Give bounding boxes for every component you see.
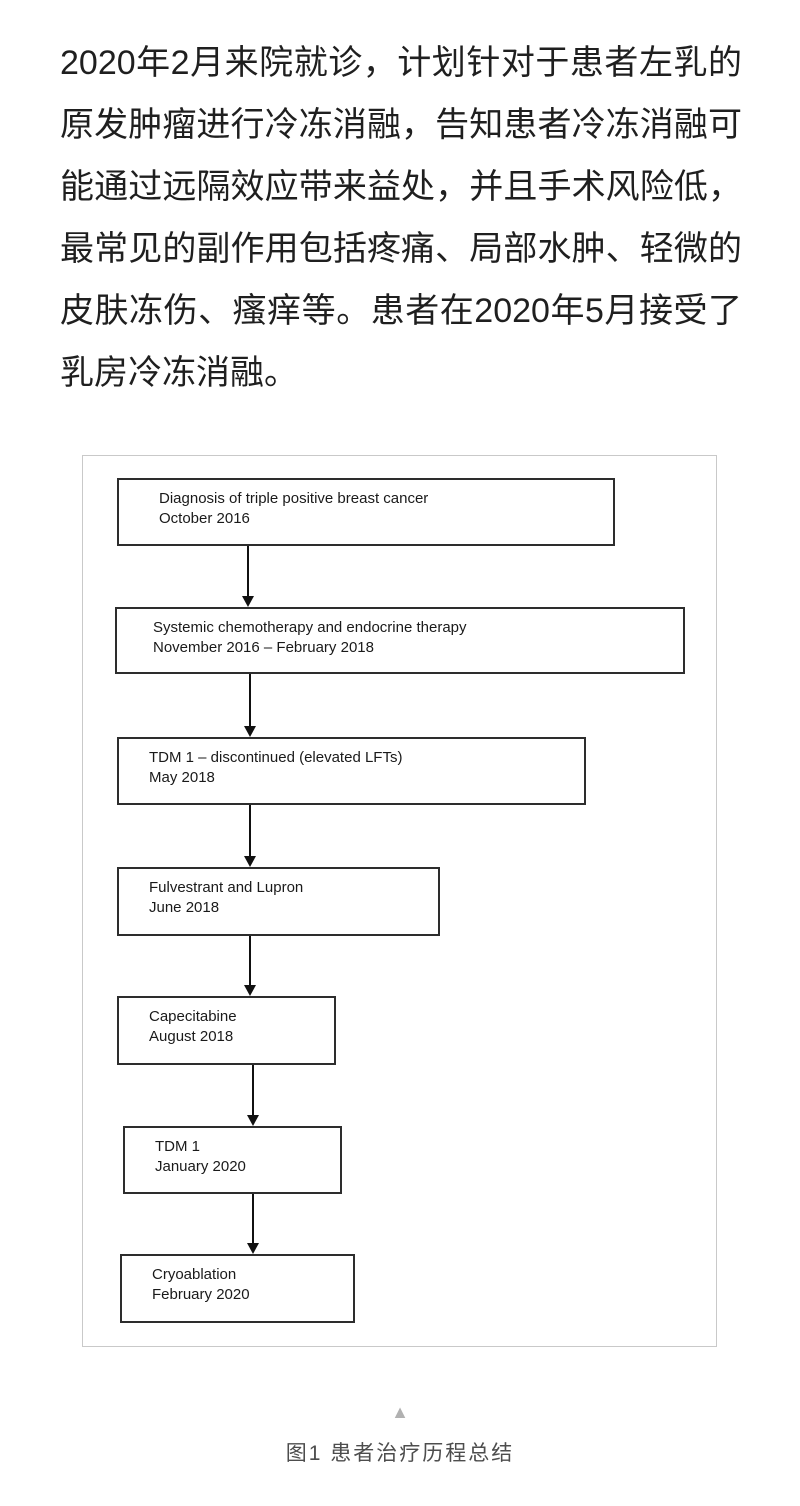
flow-arrow-icon — [243, 936, 257, 996]
paragraph-line: 2020年2月来院就诊，计划针对于患者左乳的 — [60, 44, 742, 82]
case-paragraph: 2020年2月来院就诊，计划针对于患者左乳的 原发肿瘤进行冷冻消融，告知患者冷冻… — [60, 32, 742, 404]
flow-box-date: October 2016 — [159, 510, 250, 527]
flow-box-date: February 2020 — [152, 1286, 250, 1303]
flow-box-label: TDM 1 – discontinued (elevated LFTs) — [149, 749, 403, 766]
paragraph-line: 皮肤冻伤、瘙痒等。患者在2020年5月接受了 — [60, 292, 742, 330]
flow-box-tdm1-discontinued: TDM 1 – discontinued (elevated LFTs) May… — [117, 737, 586, 805]
flow-arrow-icon — [241, 546, 255, 607]
flow-box-label: Cryoablation — [152, 1266, 237, 1283]
flow-box-tdm1: TDM 1 January 2020 — [123, 1126, 342, 1194]
flow-box-label: Diagnosis of triple positive breast canc… — [159, 490, 429, 507]
flow-box-capecitabine: Capecitabine August 2018 — [117, 996, 336, 1065]
treatment-flowchart-figure[interactable]: Diagnosis of triple positive breast canc… — [82, 455, 717, 1347]
flow-box-date: June 2018 — [149, 899, 220, 916]
flow-box-label: Systemic chemotherapy and endocrine ther… — [153, 619, 467, 636]
flow-arrow-icon — [243, 674, 257, 737]
flow-box-date: January 2020 — [155, 1158, 246, 1175]
triangle-up-icon: ▲ — [391, 1402, 409, 1422]
flow-box-label: TDM 1 — [155, 1138, 200, 1155]
figure-caption: 图1 患者治疗历程总结 — [285, 1442, 515, 1465]
flow-box-label: Capecitabine — [149, 1008, 237, 1025]
flow-box-fulvestrant-lupron: Fulvestrant and Lupron June 2018 — [117, 867, 440, 936]
paragraph-line: 乳房冷冻消融。 — [60, 354, 298, 392]
flow-box-chemo-endocrine: Systemic chemotherapy and endocrine ther… — [115, 607, 685, 674]
paragraph-line: 原发肿瘤进行冷冻消融，告知患者冷冻消融可 — [60, 106, 742, 144]
paragraph-line: 能通过远隔效应带来益处，并且手术风险低， — [60, 168, 742, 206]
flow-box-diagnosis: Diagnosis of triple positive breast canc… — [117, 478, 615, 546]
flow-box-date: May 2018 — [149, 769, 215, 786]
flow-arrow-icon — [246, 1194, 260, 1254]
flow-box-label: Fulvestrant and Lupron — [149, 879, 304, 896]
flow-arrow-icon — [243, 805, 257, 867]
flow-box-date: August 2018 — [149, 1028, 234, 1045]
flow-box-date: November 2016 – February 2018 — [153, 639, 374, 656]
paragraph-line: 最常见的副作用包括疼痛、局部水肿、轻微的 — [60, 230, 742, 268]
flow-arrow-icon — [246, 1065, 260, 1126]
flow-box-cryoablation: Cryoablation February 2020 — [120, 1254, 355, 1323]
